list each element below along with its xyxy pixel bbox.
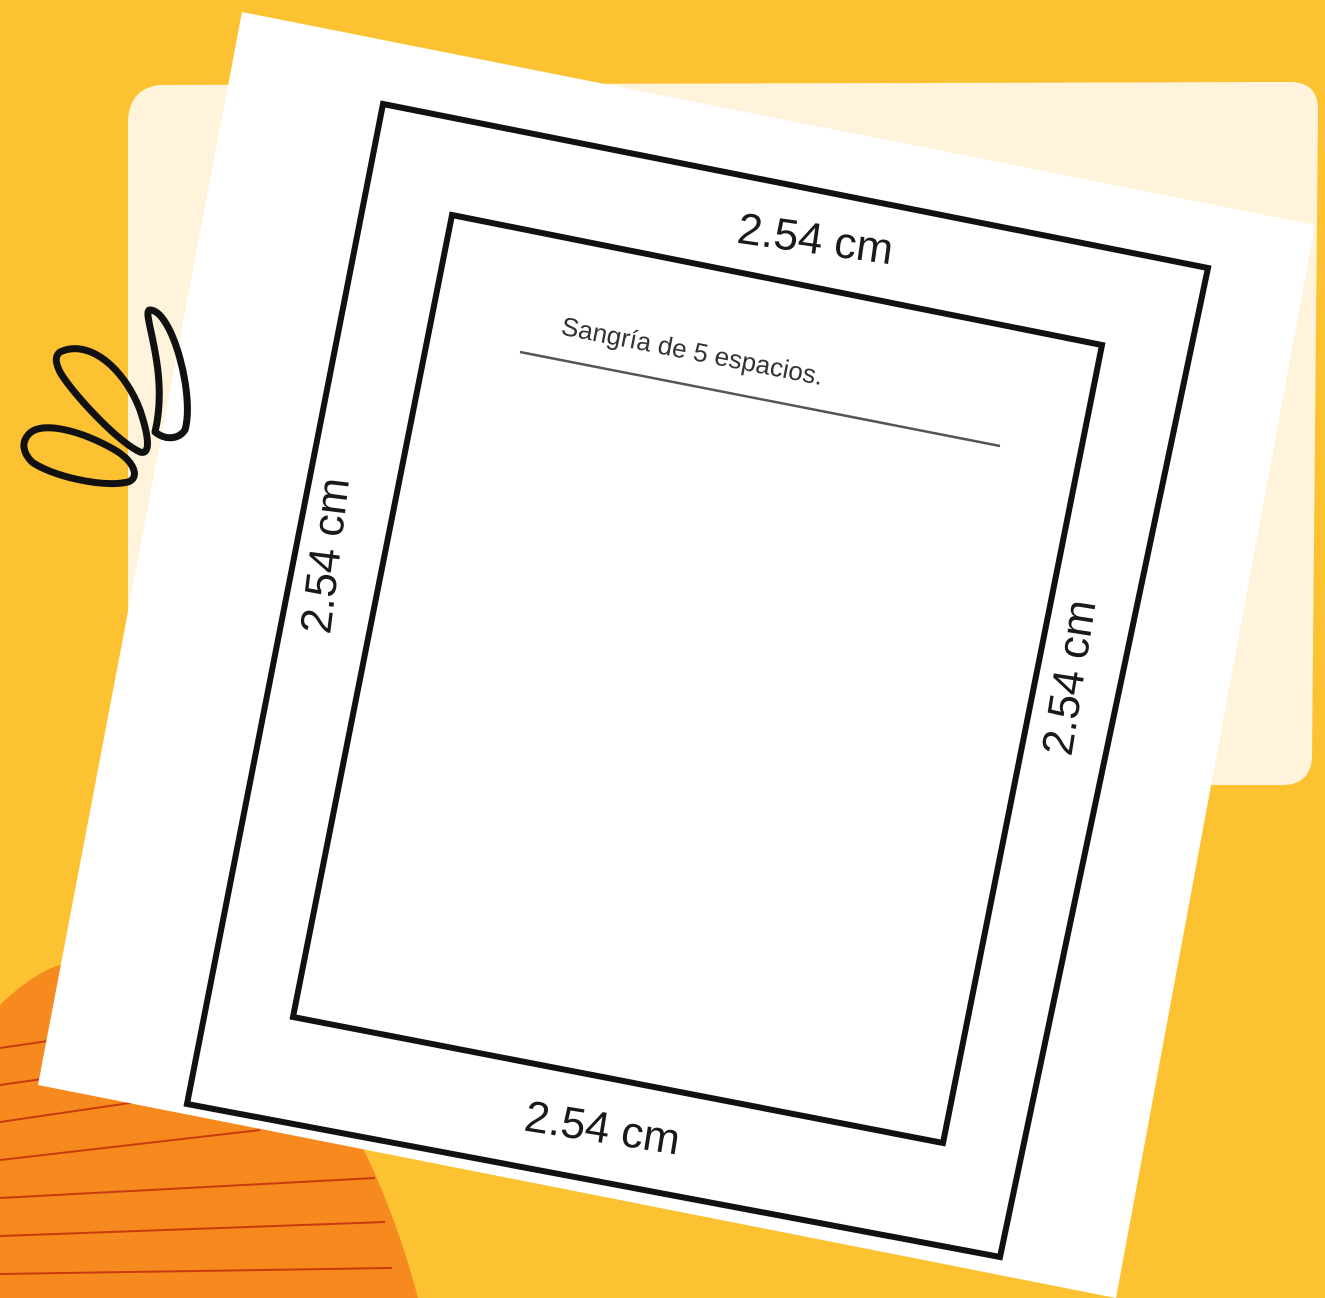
paper-sheet bbox=[38, 12, 1315, 1298]
